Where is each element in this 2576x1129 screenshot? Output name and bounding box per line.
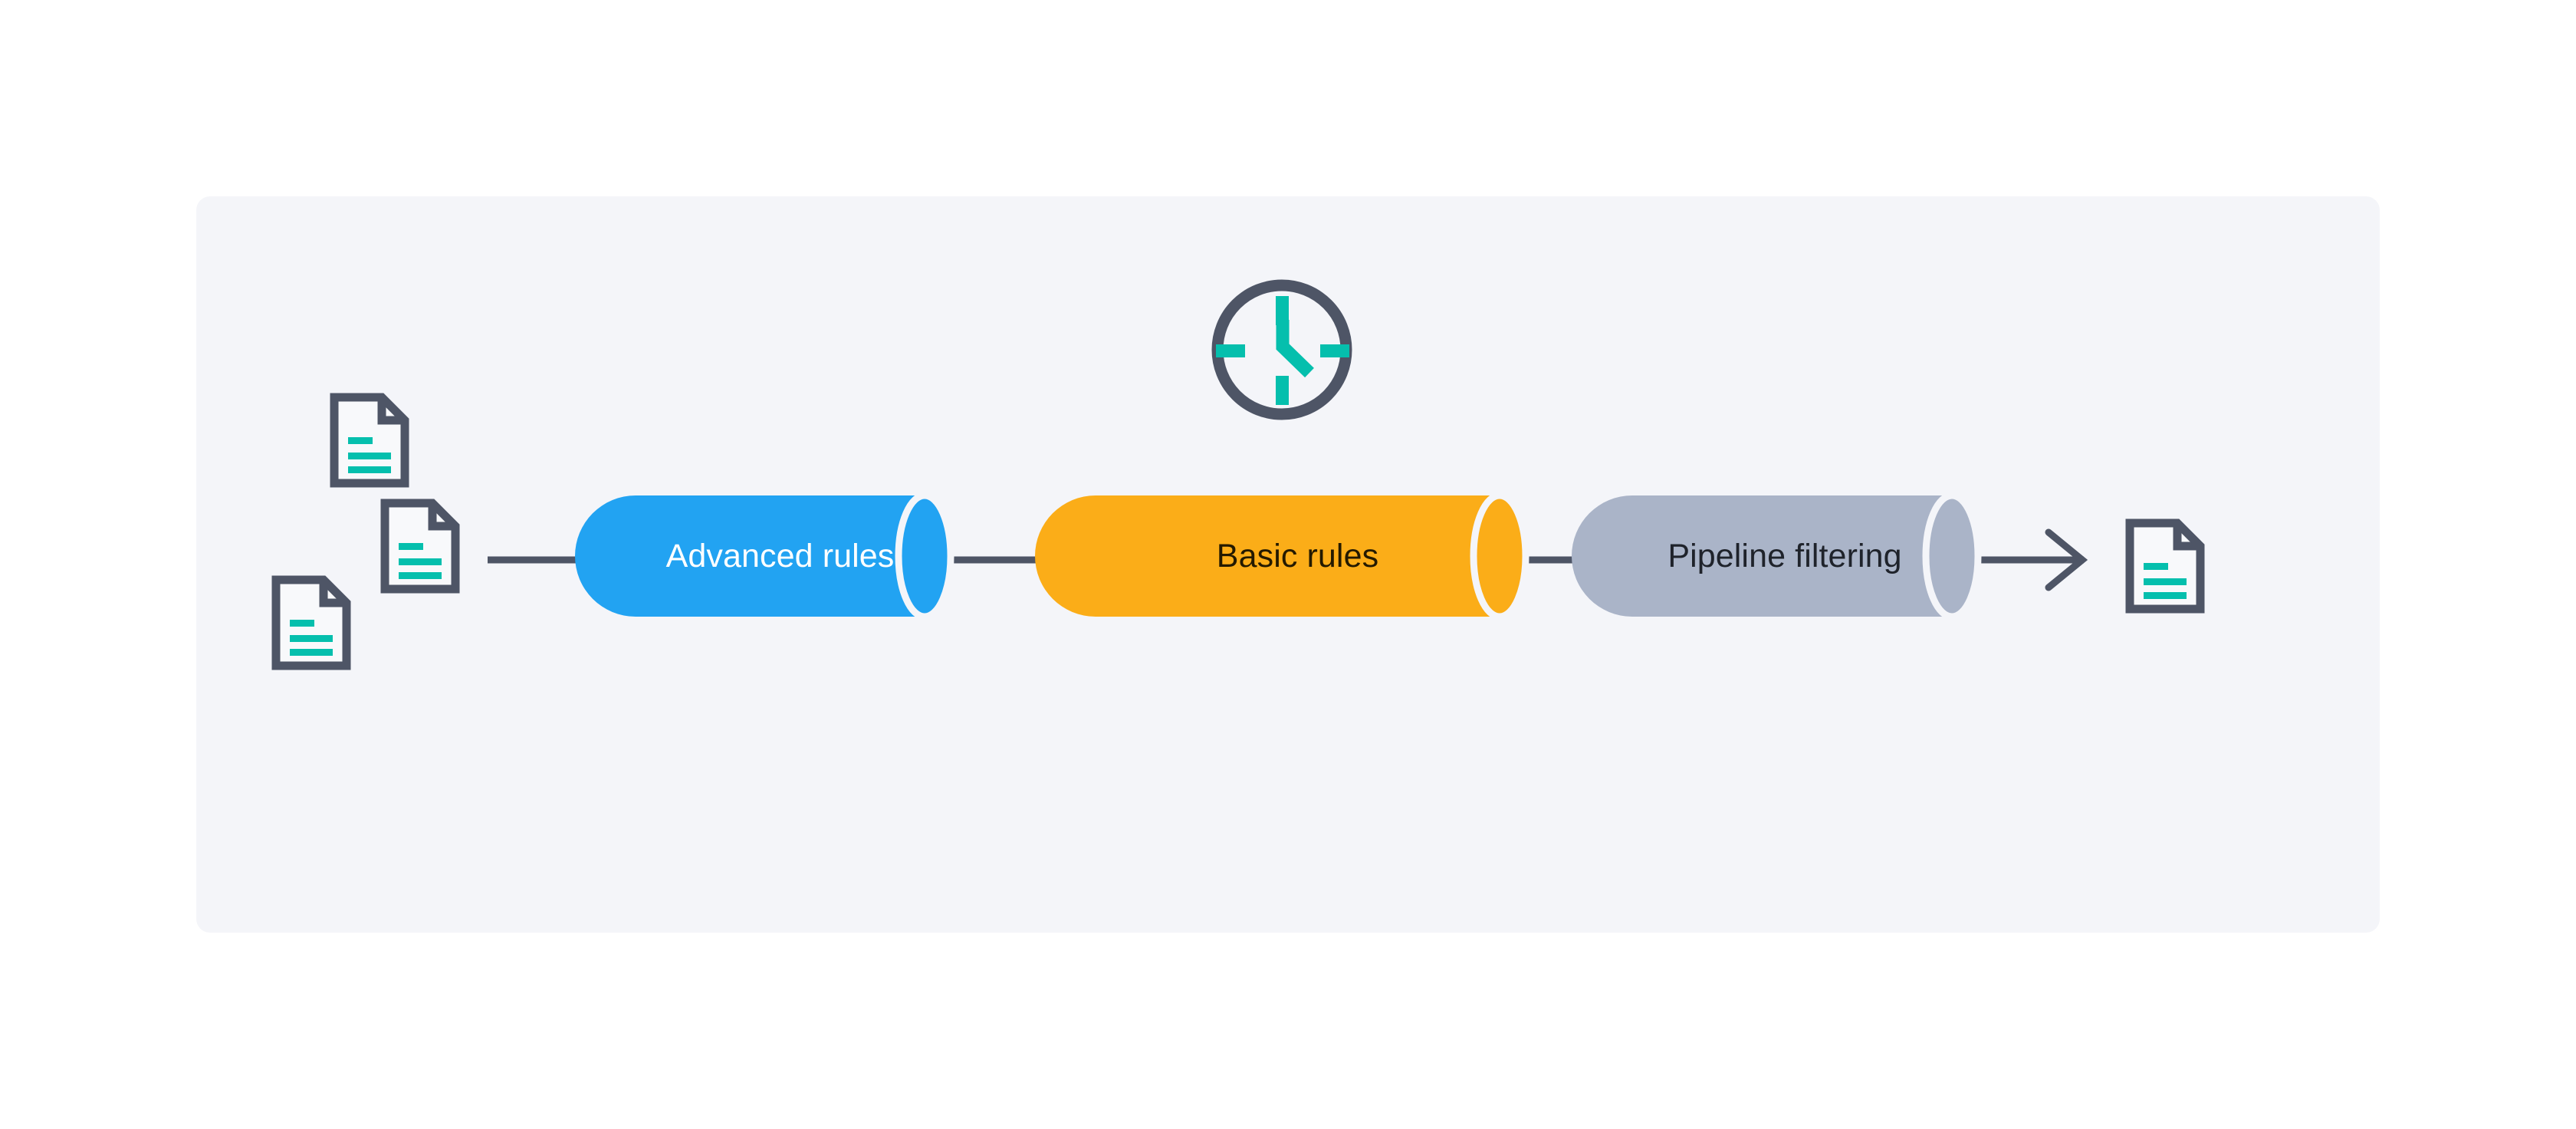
clock-hands xyxy=(1276,320,1314,378)
document-icon xyxy=(334,397,405,483)
clock-icon xyxy=(1211,279,1352,420)
cylinder-body-basic-rules xyxy=(1035,495,1500,617)
stage-basic-rules[interactable] xyxy=(1035,492,1530,620)
input-documents-group xyxy=(276,397,455,666)
cylinder-cap-pipeline-filtering xyxy=(1922,492,1982,620)
stage-label-advanced-rules: Advanced rules xyxy=(665,538,895,574)
stage-label-pipeline-filtering: Pipeline filtering xyxy=(1668,538,1902,574)
document-icon xyxy=(385,503,455,589)
document-icon xyxy=(2130,523,2200,609)
clock-tick-3 xyxy=(1320,344,1349,357)
clock-tick-12 xyxy=(1276,296,1289,325)
cylinder-body-pipeline-filtering xyxy=(1572,495,1952,617)
output-documents-group xyxy=(2130,523,2200,609)
cylinder-body-advanced-rules xyxy=(575,495,925,617)
document-icon xyxy=(276,580,347,666)
clock-tick-6 xyxy=(1276,376,1289,405)
stage-pipeline-filtering[interactable] xyxy=(1572,492,1982,620)
cylinder-cap-basic-rules xyxy=(1470,492,1530,620)
clock-tick-9 xyxy=(1216,344,1245,357)
stage-label-basic-rules: Basic rules xyxy=(1216,538,1379,574)
stage-advanced-rules[interactable] xyxy=(575,492,955,620)
cylinder-cap-advanced-rules xyxy=(895,492,955,620)
arrow-right-icon xyxy=(2045,528,2088,591)
